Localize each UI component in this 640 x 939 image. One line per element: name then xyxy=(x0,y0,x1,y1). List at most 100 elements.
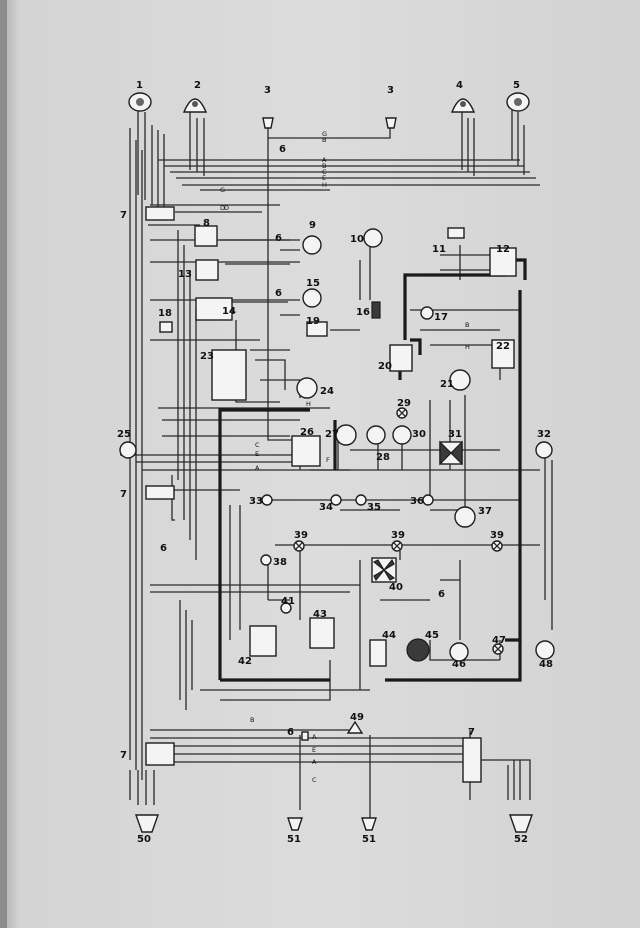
label-30: 30 xyxy=(412,429,426,440)
horn-3-left xyxy=(262,117,274,129)
wire-letter: D xyxy=(224,204,229,212)
sender-48 xyxy=(535,640,555,660)
label-37: 37 xyxy=(478,506,492,517)
label-7b: 7 xyxy=(120,489,127,500)
label-49: 49 xyxy=(350,712,364,723)
lamp-35 xyxy=(355,494,367,506)
label-26: 26 xyxy=(300,427,314,438)
lamp-36 xyxy=(422,494,434,506)
coil-16 xyxy=(371,301,381,319)
label-39c: 39 xyxy=(490,530,504,541)
label-48: 48 xyxy=(539,659,553,670)
label-35: 35 xyxy=(367,502,381,513)
motor-37 xyxy=(454,506,476,528)
lamp-33 xyxy=(261,494,273,506)
label-42: 42 xyxy=(238,656,252,667)
label-14: 14 xyxy=(222,306,236,317)
wire-letter: B xyxy=(322,136,326,144)
label-22: 22 xyxy=(496,341,510,352)
relay-43 xyxy=(309,617,335,649)
label-25: 25 xyxy=(117,429,131,440)
wire-letter: C xyxy=(255,441,260,449)
horn-3-right xyxy=(385,117,397,129)
label-29: 29 xyxy=(397,398,411,409)
wire-letter: A xyxy=(312,758,317,766)
label-31: 31 xyxy=(448,429,462,440)
label-28: 28 xyxy=(376,452,390,463)
label-13: 13 xyxy=(178,269,192,280)
headlamp-1 xyxy=(128,92,152,112)
switch-10 xyxy=(363,228,383,248)
component-numbers: 1 2 3 3 4 5 6 7 8 6 9 10 11 12 13 6 15 1… xyxy=(117,80,553,845)
label-46: 46 xyxy=(452,659,466,670)
label-6c: 6 xyxy=(275,288,282,299)
gauge-9 xyxy=(302,235,322,255)
wire-letter: E xyxy=(312,746,316,754)
lamp-39-mid xyxy=(391,540,403,552)
lamp-51-right xyxy=(361,817,377,831)
label-18: 18 xyxy=(158,308,172,319)
switch-18 xyxy=(159,321,173,333)
lamp-39-left xyxy=(293,540,305,552)
wire-letter: B xyxy=(250,716,254,724)
label-39b: 39 xyxy=(391,530,405,541)
wire-letter: G xyxy=(220,186,225,194)
gauge-28 xyxy=(366,425,386,445)
flasher-31 xyxy=(439,440,463,466)
label-36: 36 xyxy=(410,496,424,507)
wire-letter: D xyxy=(220,204,225,212)
headlamp-2 xyxy=(182,98,208,113)
label-17: 17 xyxy=(434,312,448,323)
label-51b: 51 xyxy=(362,834,376,845)
rear-lamp-52 xyxy=(509,814,533,833)
fuse-box-23 xyxy=(211,349,247,401)
label-6e: 6 xyxy=(438,589,445,600)
wire-letter: E xyxy=(322,174,326,182)
lamp-29 xyxy=(396,407,408,419)
label-7c: 7 xyxy=(120,750,127,761)
label-15: 15 xyxy=(306,278,320,289)
connector-7-bottom-left xyxy=(145,742,175,766)
label-2: 2 xyxy=(194,80,201,91)
label-47: 47 xyxy=(492,635,506,646)
gauge-30 xyxy=(392,425,412,445)
label-51a: 51 xyxy=(287,834,301,845)
label-20: 20 xyxy=(378,361,392,372)
label-45: 45 xyxy=(425,630,439,641)
horn-45 xyxy=(406,638,430,662)
label-7a: 7 xyxy=(120,210,127,221)
label-32: 32 xyxy=(537,429,551,440)
lamp-34 xyxy=(330,494,342,506)
gauge-24 xyxy=(296,377,318,399)
label-6d: 6 xyxy=(160,543,167,554)
headlamp-5 xyxy=(506,92,530,112)
wire-letter: H xyxy=(322,181,327,189)
wire-letter: C xyxy=(322,168,327,176)
wire-letter: E xyxy=(255,450,259,458)
wire-color-letters: A B C E H G D G B H A C E F B H A E C A … xyxy=(220,130,470,784)
wire-letter: A xyxy=(312,733,317,741)
page-spine-shadow xyxy=(0,0,7,928)
wire-letter: A xyxy=(255,464,260,472)
headlamp-4 xyxy=(450,98,476,113)
lamp-17 xyxy=(420,306,434,320)
warning-49 xyxy=(346,720,364,734)
label-41: 41 xyxy=(281,596,295,607)
box-12 xyxy=(489,247,517,277)
box-22 xyxy=(491,339,515,369)
gauge-27 xyxy=(335,424,357,446)
label-6b: 6 xyxy=(275,233,282,244)
label-6a: 6 xyxy=(279,144,286,155)
label-4: 4 xyxy=(456,80,463,91)
label-34: 34 xyxy=(319,502,333,513)
label-23: 23 xyxy=(200,351,214,362)
connector-7-bottom-right xyxy=(462,737,482,783)
connector-6-bottom xyxy=(301,731,309,741)
fan-40 xyxy=(371,557,397,583)
components xyxy=(119,92,555,833)
label-39a: 39 xyxy=(294,530,308,541)
label-50: 50 xyxy=(137,834,151,845)
label-3a: 3 xyxy=(264,85,271,96)
wire-letter: A xyxy=(322,156,327,164)
